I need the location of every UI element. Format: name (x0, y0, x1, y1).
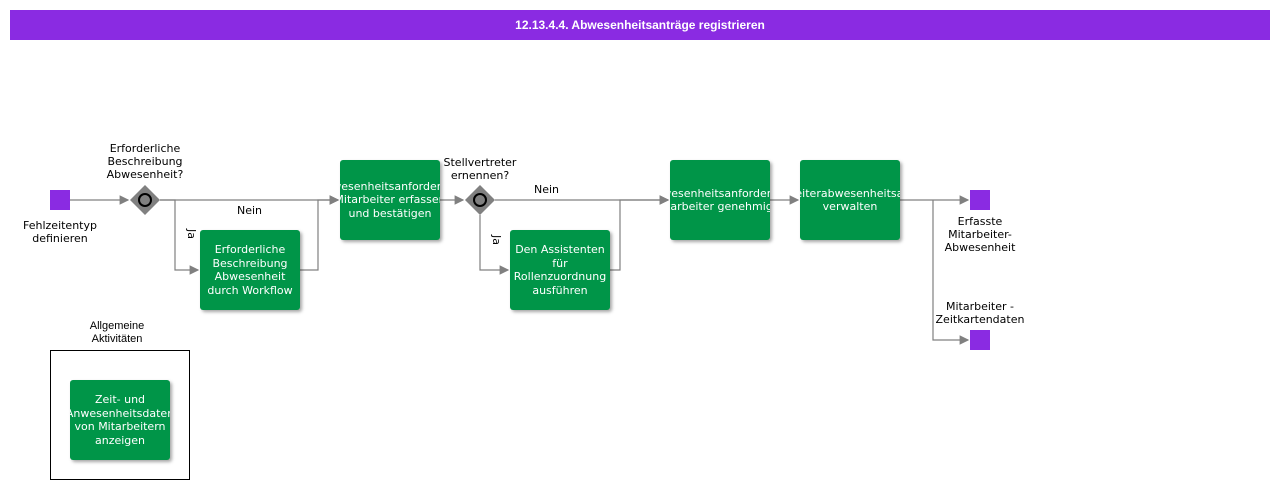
task-approve-absence-request[interactable]: Abwesenheitsanforderung Mitarbeiter gene… (670, 160, 770, 240)
edge-assistant-to-approve (610, 195, 670, 271)
task-description-workflow[interactable]: Erforderliche Beschreibung Abwesenheit d… (200, 230, 300, 310)
gateway-description-required[interactable] (130, 185, 160, 215)
task-role-assignment-assistant[interactable]: Den Assistenten für Rollenzuordnung ausf… (510, 230, 610, 310)
task-manage-absence-requests-label: Mitarbeiterabwesenheitsanträge verwalten (800, 186, 900, 214)
gateway-description-required-label: Erforderliche Beschreibung Abwesenheit? (106, 142, 184, 181)
end-event-timecard-data-label: Mitarbeiter - Zeitkartendaten (935, 300, 1025, 326)
task-manage-absence-requests[interactable]: Mitarbeiterabwesenheitsanträge verwalten (800, 160, 900, 240)
task-view-time-attendance[interactable]: Zeit- und Anwesenheitsdaten von Mitarbei… (70, 380, 170, 460)
end-event-timecard-data[interactable] (970, 330, 990, 350)
edge-label-nein-2: Nein (534, 183, 560, 196)
end-event-recorded-absence[interactable] (970, 190, 990, 210)
group-general-activities (50, 350, 190, 480)
task-capture-absence-request[interactable]: Abwesenheitsanforderung Mitarbeiter erfa… (340, 160, 440, 240)
edge-label-nein-1: Nein (237, 204, 263, 217)
group-general-activities-title: Allgemeine Aktivitäten (89, 320, 145, 345)
edge-label-ja-2: Ja (490, 235, 503, 245)
task-description-workflow-label: Erforderliche Beschreibung Abwesenheit d… (207, 243, 293, 297)
edge-manage-to-end2 (932, 200, 970, 345)
task-capture-absence-request-label: Abwesenheitsanforderung Mitarbeiter erfa… (340, 179, 440, 220)
start-event[interactable] (50, 190, 70, 210)
gateway-substitute[interactable] (465, 185, 495, 215)
start-event-label: Fehlzeitentyp definieren (23, 219, 97, 245)
diagram-title: 12.13.4.4. Abwesenheitsanträge registrie… (10, 10, 1270, 40)
end-event-recorded-absence-label: Erfasste Mitarbeiter- Abwesenheit (944, 215, 1016, 254)
task-approve-absence-request-label: Abwesenheitsanforderung Mitarbeiter gene… (670, 186, 770, 214)
edge-workflow-to-capture (300, 195, 340, 271)
task-role-assignment-assistant-label: Den Assistenten für Rollenzuordnung ausf… (513, 243, 607, 297)
edge-label-ja-1: Ja (185, 229, 198, 239)
edge-g2-ja (479, 215, 510, 275)
gateway-substitute-label: Stellvertreter ernennen? (443, 156, 517, 182)
task-view-time-attendance-label: Zeit- und Anwesenheitsdaten von Mitarbei… (70, 393, 170, 447)
edge-g1-ja (160, 199, 200, 275)
